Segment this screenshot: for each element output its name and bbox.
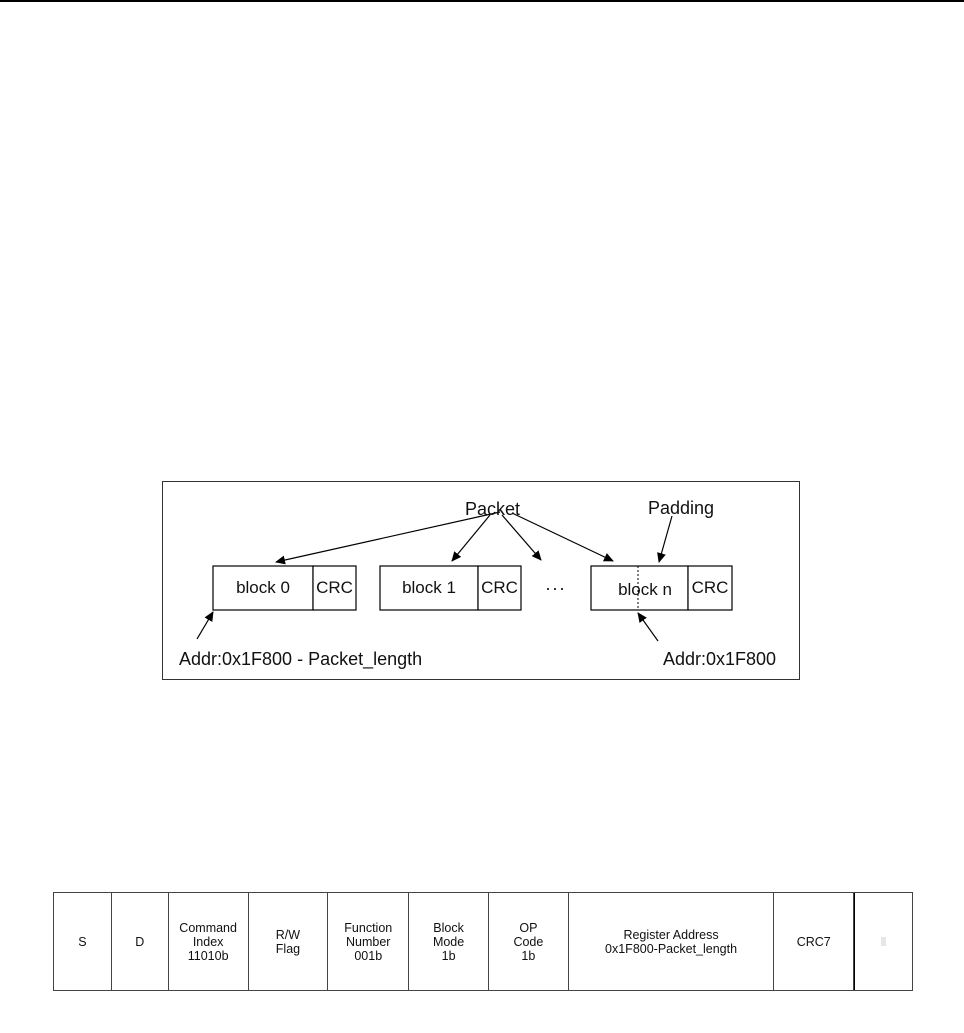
packet-arrow-block-1: [451, 514, 491, 562]
field-command-index: Command Index 11010b: [169, 893, 249, 990]
block-1-crc-label: CRC: [481, 578, 518, 597]
end-address-arrow: [637, 612, 659, 642]
padding-label: Padding: [648, 498, 715, 518]
field-direction-bit: D: [112, 893, 169, 990]
field-direction-bit-text: D: [135, 934, 145, 949]
start-address-label: Addr:0x1F800 - Packet_length: [179, 649, 423, 669]
faint-mark: [881, 937, 887, 946]
field-start-bit: S: [54, 893, 112, 990]
field-rw-flag: R/W Flag: [249, 893, 329, 990]
block-n-crc-label: CRC: [691, 578, 729, 597]
packet-layout-lines: [196, 511, 733, 642]
page-top-rule: [0, 0, 964, 2]
field-op-code: OP Code 1b: [489, 893, 569, 990]
field-end-bit: [854, 893, 912, 990]
packet-layout-diagram: Packet Padding block 0 CRC block 1 CRC ·…: [162, 481, 800, 680]
field-command-index-text: Command Index 11010b: [179, 920, 237, 963]
block-1-crc-box: [477, 565, 522, 611]
block-1-box: [379, 565, 479, 611]
block-0-crc-box: [312, 565, 357, 611]
field-op-code-text: OP Code 1b: [513, 920, 544, 963]
packet-arrow-block-n: [511, 512, 614, 562]
block-n-box: [590, 565, 689, 611]
blocks-ellipsis: ···: [545, 578, 566, 598]
packet-arrow-block-0: [275, 511, 501, 565]
packet-arrow-ellipsis: [501, 514, 542, 561]
field-rw-flag-text: R/W Flag: [275, 927, 301, 956]
field-function-number: Function Number 001b: [328, 893, 410, 990]
field-register-address-text: Register Address 0x1F800-Packet_length: [605, 927, 738, 956]
start-address-arrow: [196, 611, 214, 640]
end-address-label: Addr:0x1F800: [663, 649, 777, 669]
field-crc7-text: CRC7: [796, 934, 831, 949]
padding-arrow: [657, 515, 673, 563]
field-crc7: CRC7: [774, 893, 855, 990]
block-0-crc-label: CRC: [316, 578, 353, 597]
block-0-box: [212, 565, 314, 611]
field-block-mode-text: Block Mode 1b: [432, 920, 465, 963]
field-start-bit-text: S: [78, 934, 87, 949]
block-0-label: block 0: [236, 578, 290, 597]
field-block-mode: Block Mode 1b: [409, 893, 489, 990]
command-frame-table: S D Command Index 11010b R/W Flag Functi…: [53, 892, 913, 991]
block-n-crc-box: [687, 565, 733, 611]
block-1-label: block 1: [402, 578, 456, 597]
block-n-label: block n: [618, 580, 672, 599]
field-register-address: Register Address 0x1F800-Packet_length: [569, 893, 775, 990]
field-function-number-text: Function Number 001b: [344, 920, 393, 963]
packet-label: Packet: [465, 499, 521, 519]
